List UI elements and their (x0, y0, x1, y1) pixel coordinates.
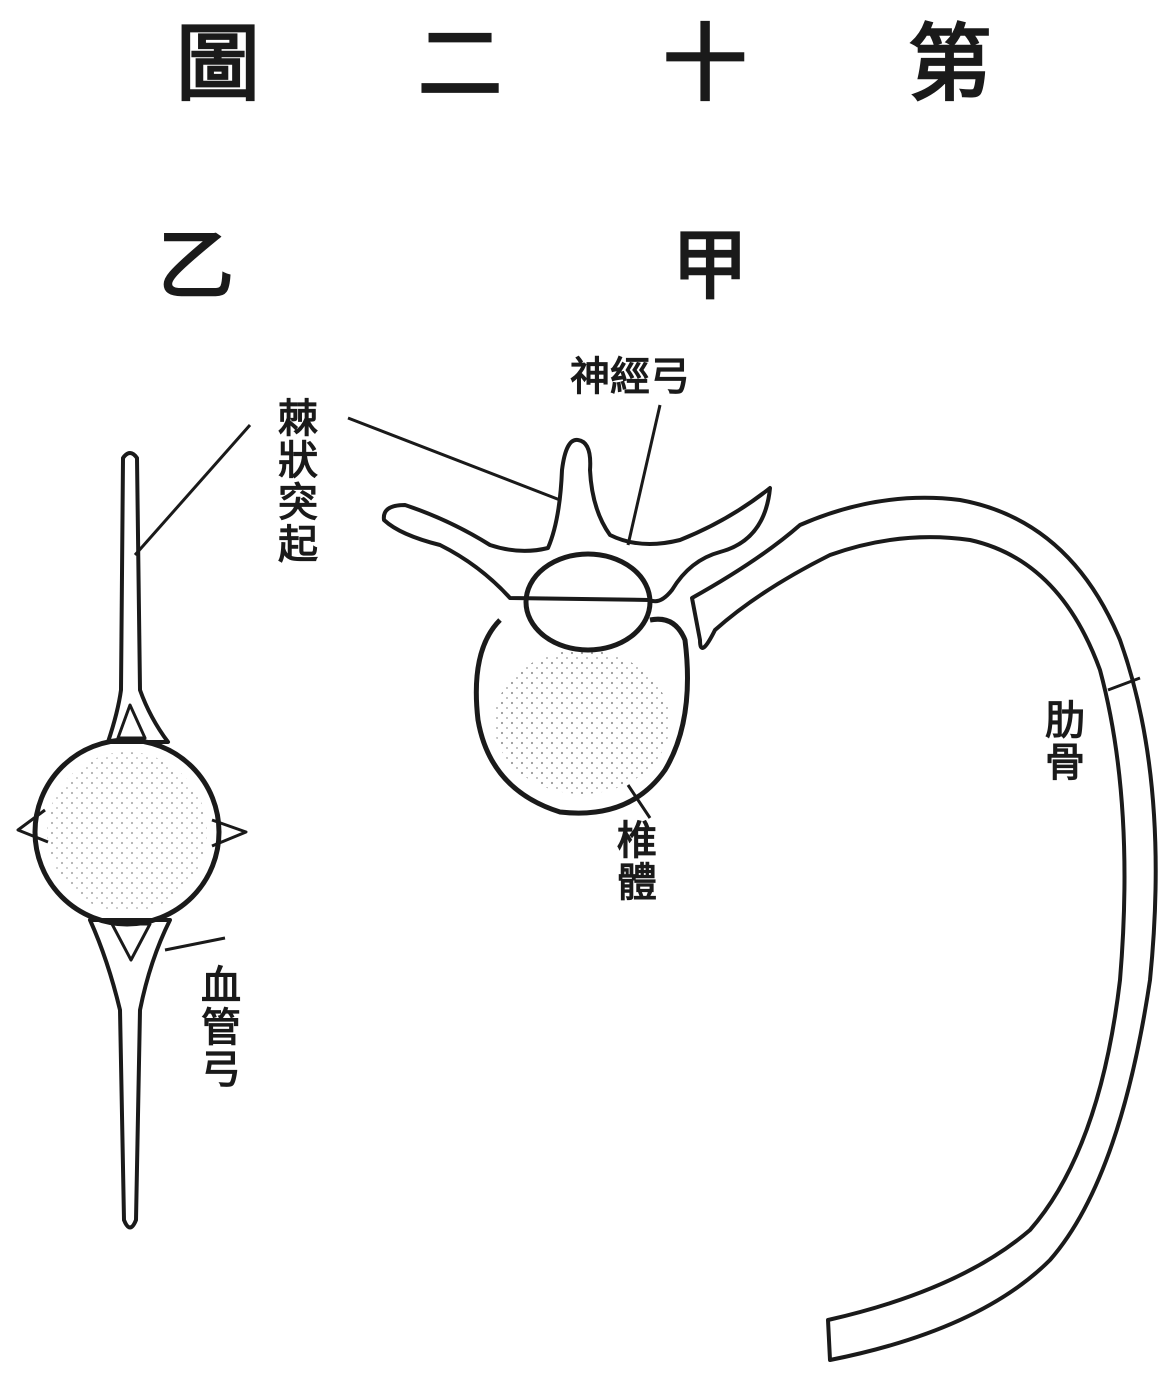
lateral-neural-spine (108, 453, 168, 742)
label-char: 弓 (198, 1049, 244, 1091)
leader-haemal-arch (165, 938, 225, 950)
label-haemal-arch: 血管弓 (198, 965, 244, 1091)
lateral-neural-arch-hole (118, 705, 145, 738)
leader-neural-arch (628, 405, 660, 545)
label-char: 起 (275, 524, 321, 566)
lateral-vertebra-view (18, 453, 246, 1228)
label-char: 血 (198, 965, 244, 1007)
leader-spinous-process-left (135, 425, 250, 555)
rib (692, 498, 1156, 1360)
label-char: 骨 (1042, 742, 1088, 784)
neural-arch-outline (384, 440, 770, 601)
label-char: 突 (275, 482, 321, 524)
label-char: 體 (614, 862, 660, 904)
lateral-haemal-spine (90, 920, 170, 1228)
label-char: 管 (198, 1007, 244, 1049)
label-char: 狀 (275, 440, 321, 482)
label-char: 椎 (614, 820, 660, 862)
label-spinous-process: 棘狀突起 (275, 398, 321, 566)
neural-canal (526, 554, 650, 650)
label-neural-arch: 神經弓 (570, 356, 690, 398)
anterior-vertebra-view (384, 440, 1156, 1360)
label-char: 肋 (1042, 700, 1088, 742)
label-char: 棘 (275, 398, 321, 440)
label-vertebral-body: 椎體 (614, 820, 660, 904)
leader-spinous-process-right (348, 418, 560, 500)
lateral-haemal-arch-hole (112, 924, 150, 960)
label-rib: 肋骨 (1042, 700, 1088, 784)
